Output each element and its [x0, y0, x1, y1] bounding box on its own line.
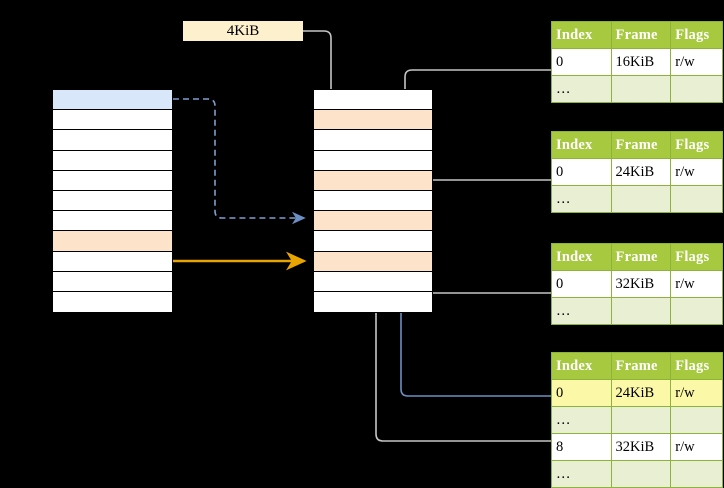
cell-index: 0 — [551, 158, 612, 186]
table-row[interactable]: … — [551, 406, 723, 434]
cell-frame — [610, 406, 672, 434]
column-header-flags: Flags — [670, 352, 723, 380]
cell-flags — [670, 75, 723, 103]
virtual-address-space-cell — [52, 291, 173, 313]
virtual-address-space-cell — [52, 149, 173, 172]
wire-size-label — [300, 30, 332, 95]
physical-memory-cell — [313, 250, 433, 273]
table-row[interactable]: … — [551, 75, 723, 103]
size-label: 4KiB — [183, 21, 303, 41]
column-header-index: Index — [551, 243, 612, 271]
cell-flags: r/w — [670, 379, 723, 407]
cell-index: … — [551, 75, 612, 103]
cell-index: 0 — [551, 48, 612, 76]
virtual-address-space-cell — [52, 169, 173, 192]
cell-index: 0 — [551, 379, 612, 407]
wire-blue-dashed — [173, 98, 306, 225]
column-header-index: Index — [551, 131, 612, 159]
physical-memory-cell — [313, 129, 433, 151]
virtual-address-space-cell — [52, 190, 173, 212]
wire-table4-row8-to-frame — [375, 272, 551, 442]
cell-frame: 32KiB — [610, 433, 672, 461]
cell-flags — [670, 460, 723, 488]
cell-index: … — [551, 406, 612, 434]
cell-frame: 32KiB — [610, 270, 672, 298]
column-header-frame: Frame — [610, 352, 672, 380]
table-row[interactable]: … — [551, 185, 723, 213]
virtual-address-space-cell — [52, 210, 173, 232]
cell-frame: 16KiB — [610, 48, 672, 76]
physical-memory-cell — [313, 149, 433, 172]
virtual-address-space-cell — [52, 89, 173, 111]
cell-index: … — [551, 297, 612, 325]
physical-memory-cell — [313, 230, 433, 253]
physical-memory-cell — [313, 109, 433, 131]
table-row[interactable]: … — [551, 297, 723, 325]
virtual-address-space-cell — [52, 270, 173, 293]
column-header-frame: Frame — [610, 21, 672, 49]
cell-index: … — [551, 185, 612, 213]
cell-flags: r/w — [670, 158, 723, 186]
wire-table4-row0-to-frame — [400, 232, 551, 397]
virtual-address-space-column — [52, 89, 173, 313]
virtual-address-space-cell — [52, 109, 173, 131]
cell-frame — [610, 297, 672, 325]
column-header-frame: Frame — [610, 243, 672, 271]
physical-memory-cell — [313, 169, 433, 192]
cell-flags: r/w — [670, 48, 723, 76]
cell-index: … — [551, 460, 612, 488]
cell-frame: 24KiB — [610, 379, 672, 407]
physical-memory-cell — [313, 89, 433, 111]
physical-memory-cell — [313, 270, 433, 293]
cell-index: 0 — [551, 270, 612, 298]
physical-memory-column — [313, 89, 433, 313]
cell-frame: 24KiB — [610, 158, 672, 186]
wire-table2-to-frame — [425, 179, 551, 207]
physical-memory-cell — [313, 210, 433, 232]
virtual-address-space-cell — [52, 129, 173, 151]
cell-index: 8 — [551, 433, 612, 461]
cell-flags — [670, 185, 723, 213]
physical-memory-cell — [313, 291, 433, 313]
cell-frame — [610, 185, 672, 213]
column-header-flags: Flags — [670, 131, 723, 159]
virtual-address-space-cell — [52, 250, 173, 273]
wire-table1-to-frame — [404, 69, 551, 166]
cell-frame — [610, 460, 672, 488]
cell-flags: r/w — [670, 433, 723, 461]
column-header-frame: Frame — [610, 131, 672, 159]
virtual-address-space-cell — [52, 230, 173, 253]
column-header-index: Index — [551, 21, 612, 49]
column-header-flags: Flags — [670, 243, 723, 271]
column-header-flags: Flags — [670, 21, 723, 49]
physical-memory-cell — [313, 190, 433, 212]
cell-flags — [670, 297, 723, 325]
cell-flags — [670, 406, 723, 434]
table-row[interactable]: … — [551, 460, 723, 488]
cell-flags: r/w — [670, 270, 723, 298]
cell-frame — [610, 75, 672, 103]
column-header-index: Index — [551, 352, 612, 380]
